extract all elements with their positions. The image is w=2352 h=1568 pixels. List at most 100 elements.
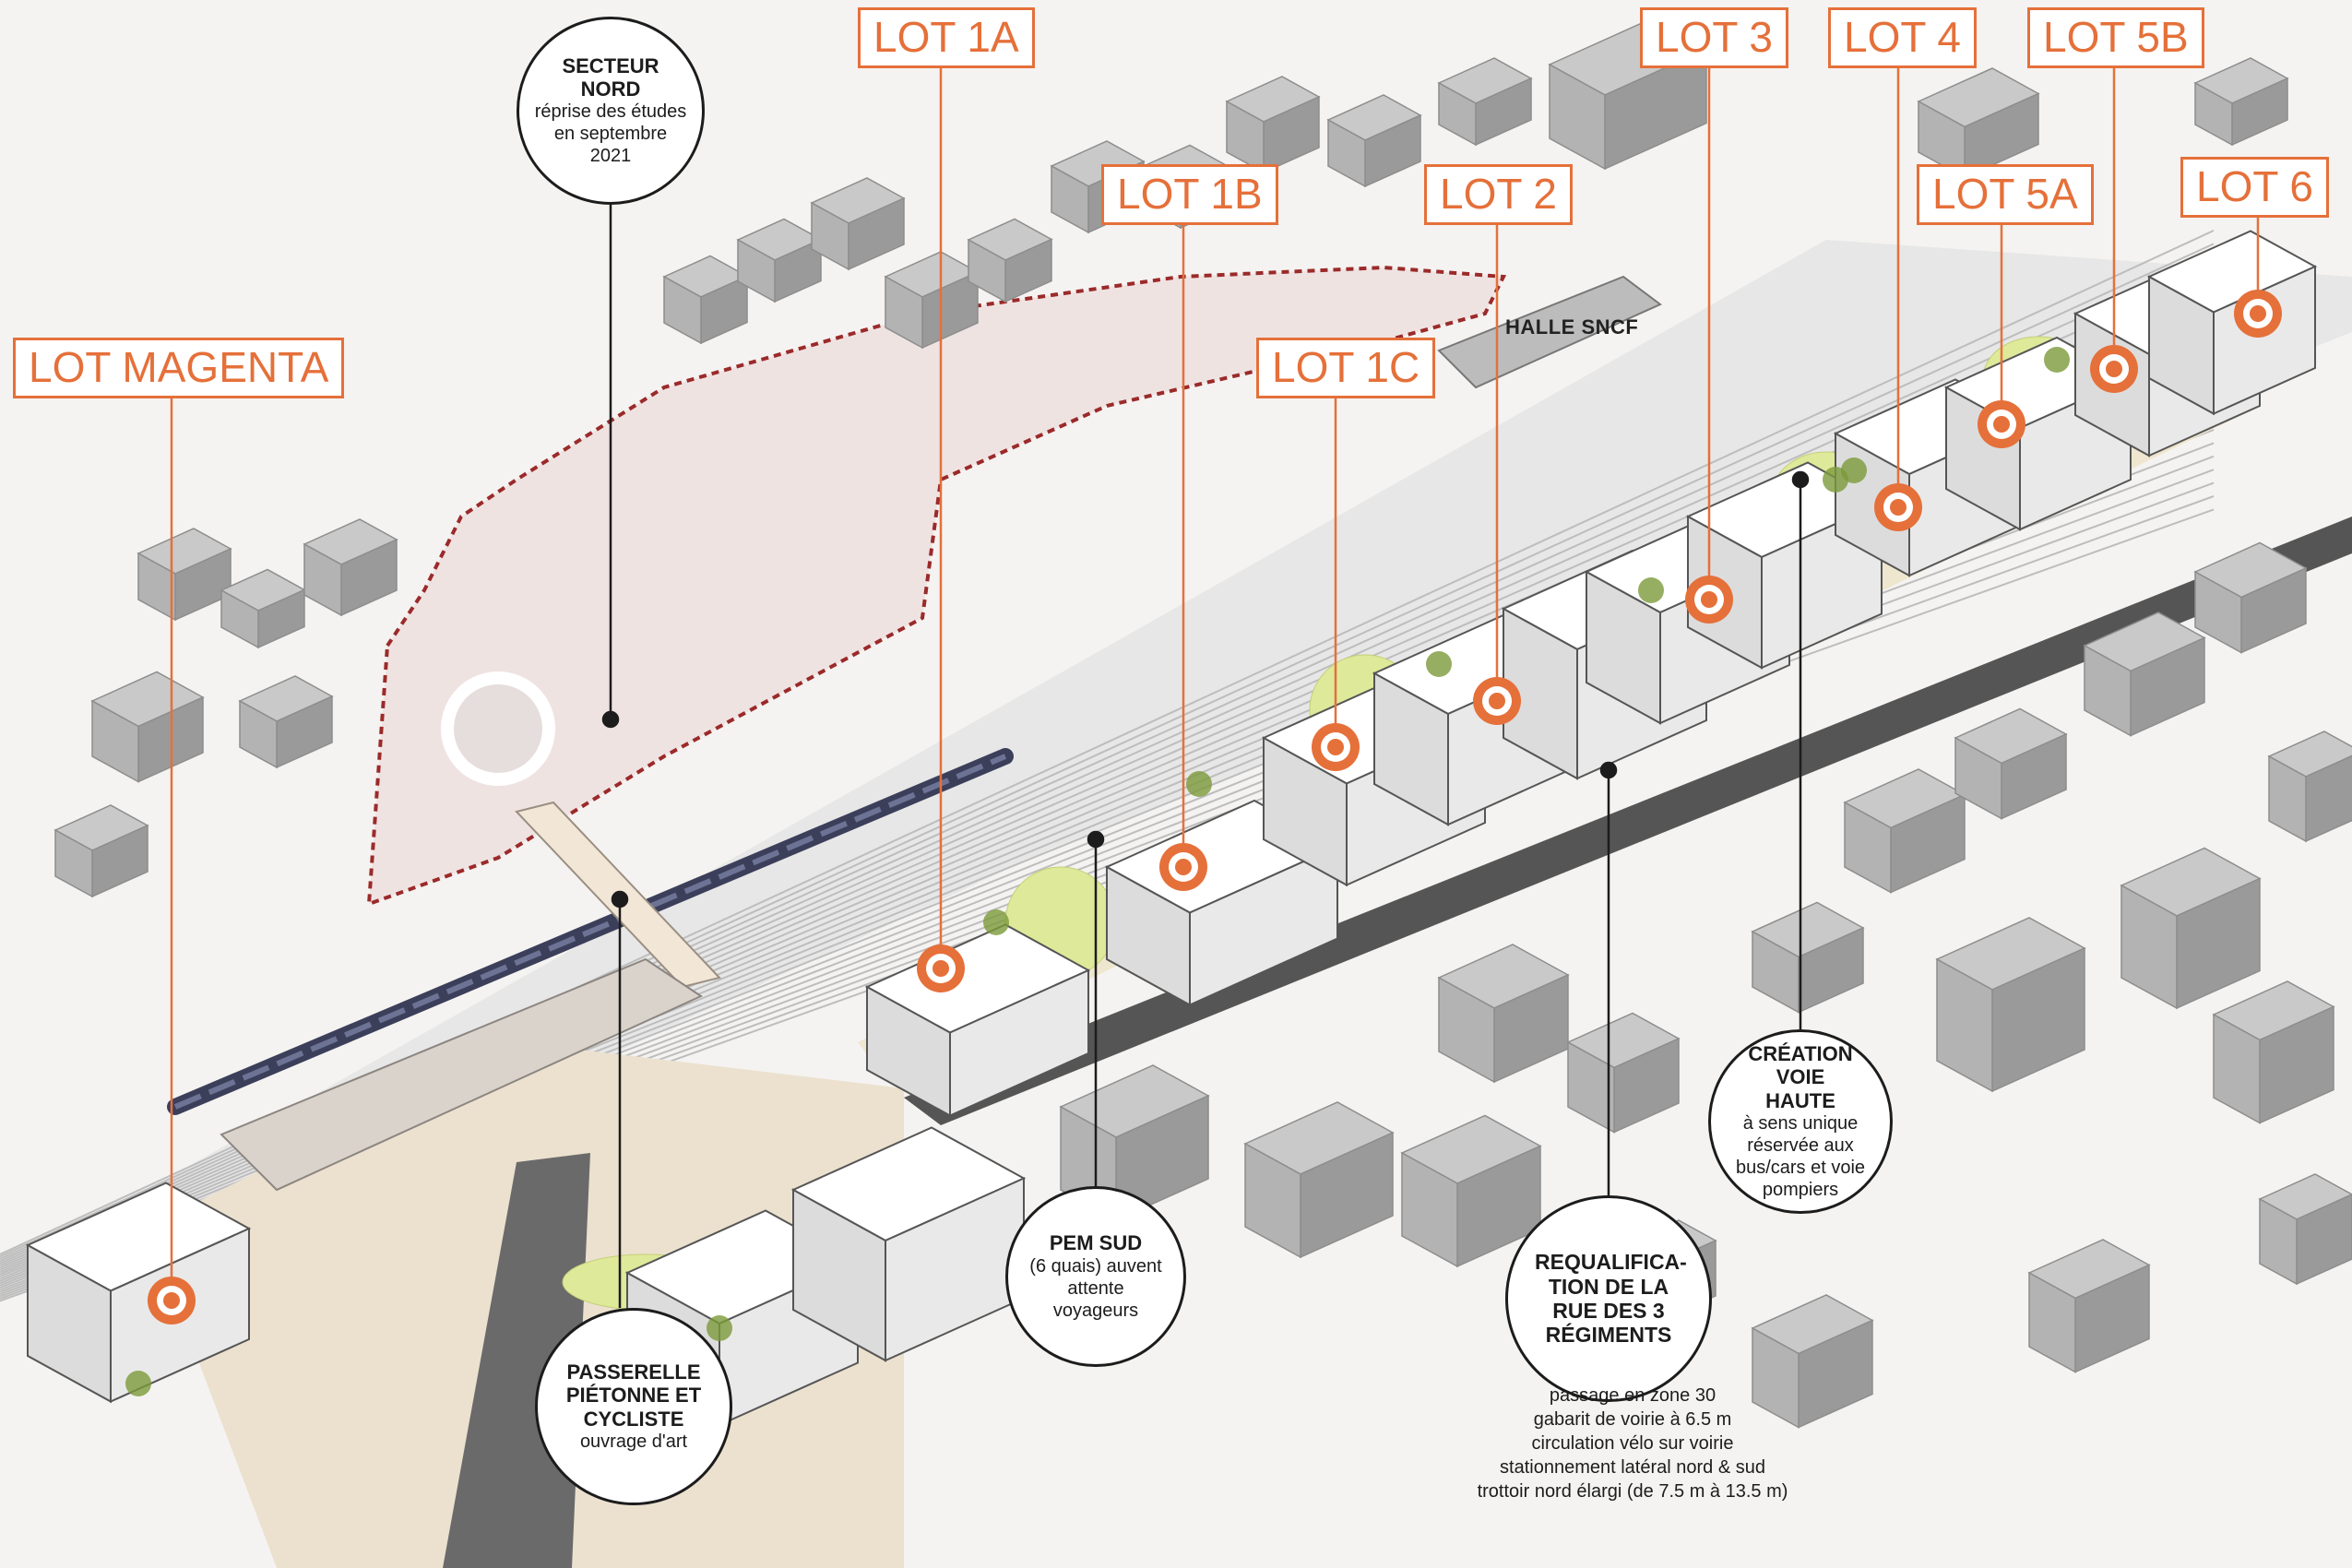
new-building (866, 985, 951, 1118)
context-building (885, 275, 923, 350)
callout-anchor-dot (601, 710, 620, 729)
context-building (2194, 81, 2233, 147)
tree (707, 1315, 732, 1341)
note-line: circulation vélo sur voirie (1531, 1433, 1734, 1454)
context-building (663, 275, 702, 345)
lot-marker-center (163, 1292, 180, 1309)
callout-leader-lines (601, 205, 1810, 1308)
note-line: stationnement latéral nord & sud (1500, 1457, 1765, 1478)
callout-passerelle-title: PASSERELLE PIÉTONNE ET CYCLISTE (565, 1360, 702, 1431)
new-building (27, 1243, 112, 1404)
context-building (2213, 1013, 2261, 1124)
lot-label-magenta: LOT MAGENTA (13, 338, 345, 398)
halle-sncf-building (1437, 275, 1662, 389)
context-building (220, 588, 259, 649)
tree (2044, 347, 2070, 373)
callout-pem-sud-title: PEM SUD (1049, 1231, 1143, 1255)
callout-voie-haute-title: CRÉATION VOIE HAUTE (1748, 1042, 1853, 1112)
tree (1823, 467, 1848, 493)
lot-marker-center (1489, 693, 1505, 709)
context-building (137, 552, 176, 622)
lot-marker-center (2250, 305, 2266, 322)
tree (983, 909, 1009, 935)
rue-des-3-regiments (904, 517, 2352, 1125)
callout-pem-sud-sub: (6 quais) auvent attente voyageurs (1029, 1255, 1162, 1321)
context-building (2028, 1271, 2076, 1373)
lot-label-2: LOT 2 (1424, 164, 1573, 225)
callout-voie-haute-sub: à sens unique réservée aux bus/cars et v… (1735, 1112, 1866, 1200)
context-building (1567, 1040, 1615, 1134)
note-line: passage en zone 30 (1549, 1385, 1716, 1406)
callout-secteur-nord: SECTEUR NORD réprise des études en septe… (517, 17, 705, 205)
tree (1426, 651, 1452, 677)
callout-anchor-dot (1599, 761, 1618, 779)
context-building (1244, 1142, 1301, 1259)
requalification-notes: passage en zone 30 gabarit de voirie à 6… (1439, 1384, 1826, 1503)
lot-marker-center (1327, 739, 1344, 755)
callout-pem-sud: PEM SUD (6 quais) auvent attente voyageu… (1005, 1186, 1186, 1367)
context-building (1401, 1151, 1458, 1268)
context-building (1752, 1326, 1800, 1429)
context-building (811, 201, 849, 271)
context-building (1954, 736, 2002, 820)
context-building (2120, 884, 2178, 1010)
callout-secteur-nord-title: SECTEUR NORD (562, 53, 659, 101)
context-building (1936, 957, 1993, 1093)
context-building (1549, 63, 1606, 171)
station-building (220, 957, 704, 1192)
context-building (2084, 644, 2132, 737)
context-building (968, 238, 1006, 303)
context-building (239, 699, 278, 769)
lot-marker-center (1890, 499, 1907, 516)
lot-markers (148, 290, 2282, 1324)
lot-label-5a: LOT 5A (1917, 164, 2094, 225)
context-building (2259, 1197, 2298, 1286)
context-building (737, 238, 776, 303)
context-building (1327, 118, 1366, 188)
callout-anchor-dot (1087, 830, 1105, 849)
halle-sncf-label: HALLE SNCF (1505, 315, 1639, 339)
context-building (1752, 930, 1800, 1014)
context-building (1051, 164, 1089, 234)
new-building (1106, 865, 1191, 1007)
secteur-nord-perimeter (366, 265, 1507, 907)
note-line: trottoir nord élargi (de 7.5 m à 13.5 m) (1477, 1481, 1788, 1502)
note-line: gabarit de voirie à 6.5 m (1533, 1409, 1732, 1430)
lot-label-1a: LOT 1A (858, 7, 1035, 68)
lot-marker-center (1701, 591, 1717, 608)
train-windows (173, 754, 1007, 1110)
tree (125, 1371, 151, 1396)
callout-anchor-dot (611, 890, 629, 909)
callout-requalification-title: REQUALIFICA-TION DE LA RUE DES 3 RÉGIMEN… (1535, 1250, 1687, 1348)
context-building (1438, 976, 1495, 1084)
new-building (2148, 275, 2215, 416)
context-building (54, 828, 93, 898)
new-building (792, 1188, 886, 1362)
context-building (303, 542, 342, 617)
new-buildings (25, 230, 2318, 1427)
lot-marker-center (1993, 416, 2010, 433)
roundabout (441, 671, 555, 786)
callout-passerelle: PASSERELLE PIÉTONNE ET CYCLISTE ouvrage … (535, 1308, 732, 1505)
lot-marker-center (932, 960, 949, 977)
lot-label-4: LOT 4 (1828, 7, 1977, 68)
callout-voie-haute: CRÉATION VOIE HAUTE à sens unique réserv… (1708, 1029, 1893, 1214)
tree (1638, 577, 1664, 603)
callout-passerelle-sub: ouvrage d'art (579, 1431, 688, 1452)
lot-label-6: LOT 6 (2180, 157, 2329, 218)
callout-secteur-nord-sub: réprise des études en septembre 2021 (534, 101, 687, 167)
context-building (1438, 81, 1477, 147)
tree (1186, 771, 1212, 797)
new-building (1373, 671, 1449, 826)
context-building (2194, 570, 2242, 654)
callout-requalification: REQUALIFICA-TION DE LA RUE DES 3 RÉGIMEN… (1505, 1195, 1712, 1402)
new-building (1586, 570, 1661, 725)
context-building (1844, 801, 1892, 894)
lot-marker-center (2106, 361, 2122, 377)
lot-label-5b: LOT 5B (2027, 7, 2204, 68)
lot-label-1b: LOT 1B (1101, 164, 1278, 225)
lot-label-3: LOT 3 (1640, 7, 1788, 68)
lot-label-1c: LOT 1C (1256, 338, 1436, 398)
